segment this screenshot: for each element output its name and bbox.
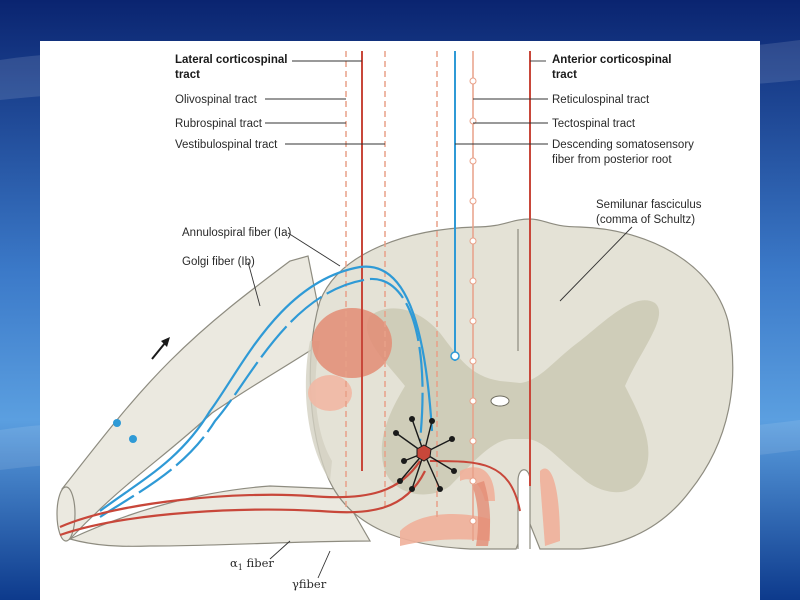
- spinal-cord-section: [305, 218, 734, 550]
- peripheral-nerve: [56, 255, 372, 547]
- label-annulospiral: Annulospiral fiber (Ia): [182, 227, 291, 239]
- motor-neuron-icon: [393, 416, 457, 492]
- label-golgi: Golgi fiber (Ib): [182, 256, 255, 268]
- label-anterior-corticospinal: Anterior corticospinal tract: [552, 54, 675, 81]
- label-tectospinal: Tectospinal tract: [552, 118, 636, 130]
- label-vestibulospinal: Vestibulospinal tract: [175, 139, 278, 151]
- leader-lines: [247, 60, 633, 579]
- label-olivospinal: Olivospinal tract: [175, 94, 258, 106]
- sensory-fibers: [99, 265, 434, 518]
- spinal-cord-diagram: Lateral corticospinal tract Olivospinal …: [56, 51, 734, 591]
- label-semilunar-fasciculus: Semilunar fasciculus (comma of Schultz): [596, 199, 705, 226]
- label-reticulospinal: Reticulospinal tract: [552, 94, 650, 106]
- label-descending-somatosensory: Descending somatosensory fiber from post…: [552, 139, 697, 166]
- label-rubrospinal: Rubrospinal tract: [175, 118, 263, 130]
- tract-areas: [308, 308, 560, 546]
- label-lateral-corticospinal: Lateral corticospinal tract: [175, 54, 291, 81]
- direction-arrow-icon: [151, 337, 170, 360]
- label-alpha-fiber: α1 fiber: [230, 556, 274, 572]
- motor-fibers: [59, 460, 521, 537]
- label-gamma-fiber: γfiber: [292, 577, 327, 591]
- descending-tracts: [345, 51, 531, 541]
